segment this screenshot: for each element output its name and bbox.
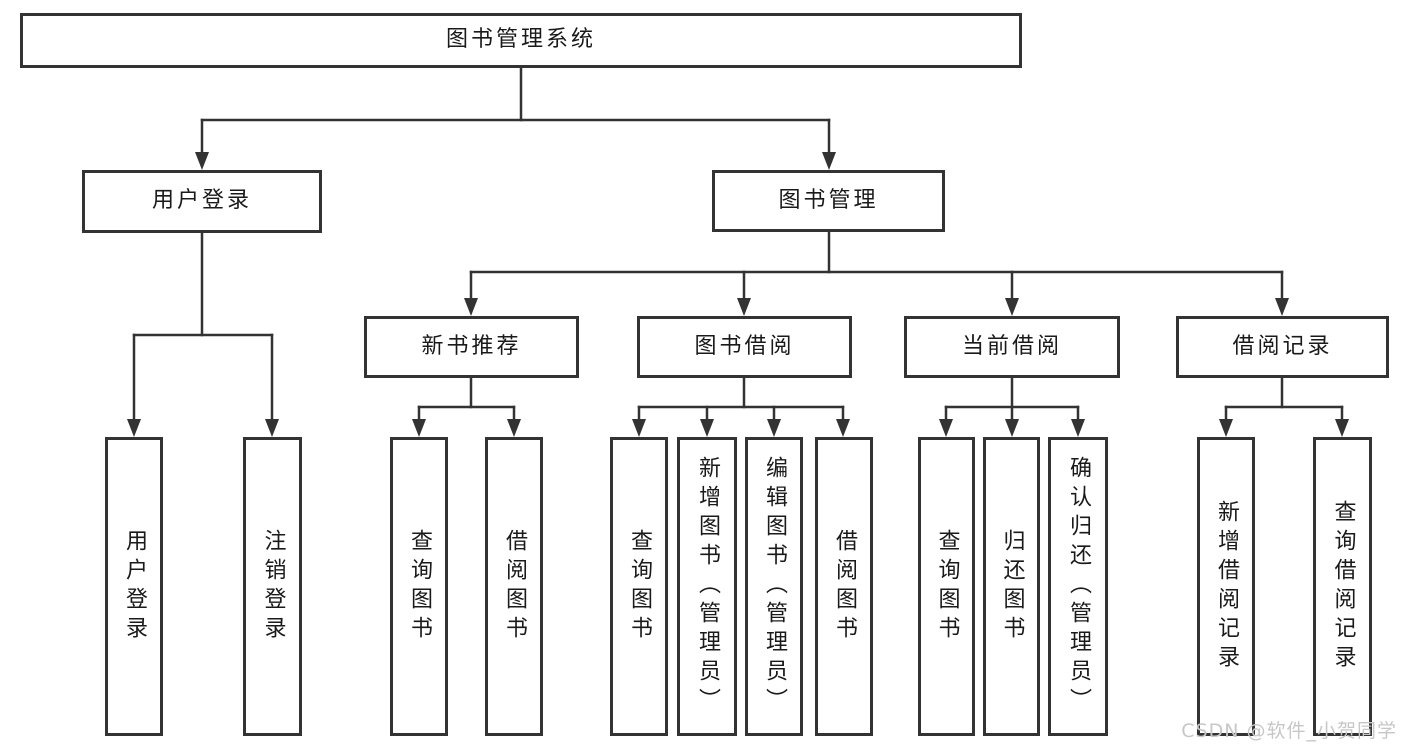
node-label: 借阅记录 <box>1232 333 1333 359</box>
leaf-add-book-admin: 新增图书（管理员） <box>677 437 737 736</box>
node-new-book-recommendation: 新书推荐 <box>364 316 579 378</box>
csdn-watermark: CSDN @软件_小贺同学 <box>1181 720 1397 742</box>
node-label: 注销登录 <box>260 528 286 645</box>
leaf-add-borrow-record: 新增借阅记录 <box>1197 437 1255 736</box>
node-library-management-system: 图书管理系统 <box>20 13 1022 68</box>
leaf-query-books-recommend: 查询图书 <box>390 437 448 736</box>
leaf-query-books-borrow: 查询图书 <box>610 437 668 736</box>
node-label: 图书管理系统 <box>445 27 596 53</box>
node-label: 借阅图书 <box>832 528 857 645</box>
node-label: 借阅图书 <box>502 528 527 645</box>
node-label: 新增图书（管理员） <box>695 456 720 717</box>
node-borrowing-records: 借阅记录 <box>1176 316 1389 378</box>
leaf-borrow-books: 借阅图书 <box>815 437 873 736</box>
leaf-return-book: 归还图书 <box>983 437 1040 736</box>
leaf-logout: 注销登录 <box>243 437 302 736</box>
node-label: 编辑图书（管理员） <box>762 456 787 717</box>
leaf-borrow-books-recommend: 借阅图书 <box>485 437 543 736</box>
node-current-borrowing: 当前借阅 <box>904 316 1120 378</box>
leaf-user-login: 用户登录 <box>105 437 163 736</box>
node-label: 图书借阅 <box>694 333 795 359</box>
node-label: 新书推荐 <box>421 333 522 359</box>
leaf-query-borrow-record: 查询借阅记录 <box>1313 437 1372 736</box>
node-user-login: 用户登录 <box>82 170 322 233</box>
leaf-edit-book-admin: 编辑图书（管理员） <box>745 437 803 736</box>
node-label: 查询借阅记录 <box>1330 499 1356 674</box>
node-label: 归还图书 <box>999 528 1025 645</box>
node-label: 当前借阅 <box>961 333 1062 359</box>
node-label: 图书管理 <box>778 187 879 213</box>
leaf-confirm-return-admin: 确认归还（管理员） <box>1048 437 1108 736</box>
node-label: 确认归还（管理员） <box>1066 456 1091 717</box>
leaf-query-books-current: 查询图书 <box>918 437 975 736</box>
node-label: 查询图书 <box>407 528 432 645</box>
node-label: 新增借阅记录 <box>1214 499 1239 674</box>
node-book-management: 图书管理 <box>712 170 945 232</box>
node-label: 用户登录 <box>122 528 147 645</box>
node-label: 查询图书 <box>627 528 652 645</box>
node-book-borrowing: 图书借阅 <box>637 316 852 378</box>
node-label: 查询图书 <box>934 528 960 645</box>
node-label: 用户登录 <box>151 188 252 214</box>
